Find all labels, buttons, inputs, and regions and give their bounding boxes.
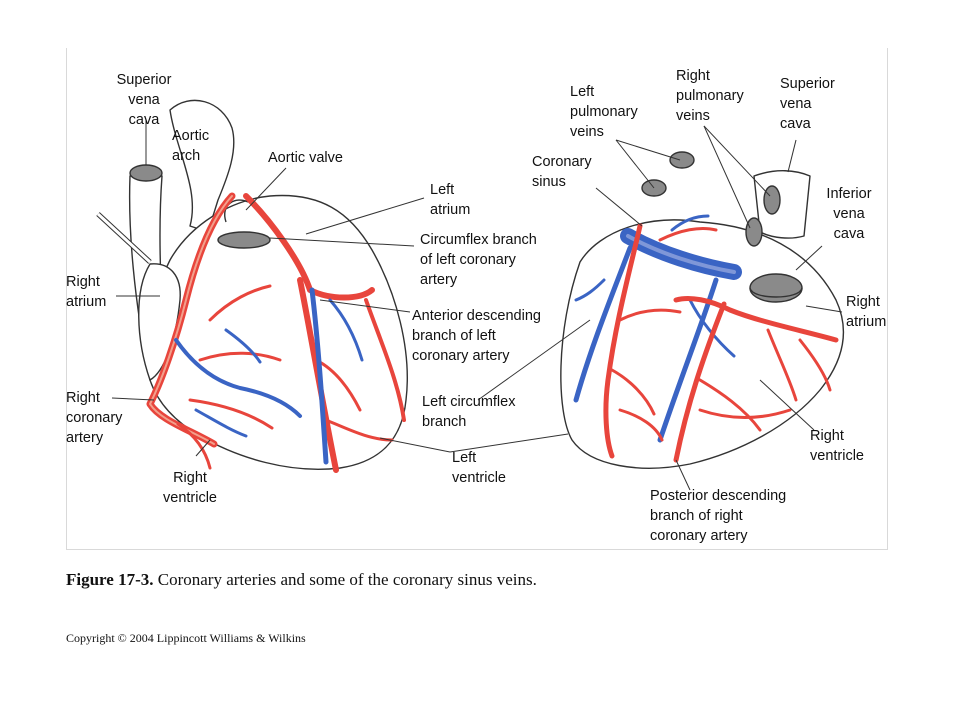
label-left-ventricle: Left ventricle (452, 450, 506, 486)
right-coronary-posterior-vessel (673, 295, 839, 343)
label-right-coronary-artery: Right coronary artery (66, 390, 123, 446)
figure-number: Figure 17-3. (66, 570, 154, 589)
pulmonary-opening (217, 231, 271, 249)
label-aortic-valve: Aortic valve (268, 150, 343, 166)
label-right-atrium-right: Right atrium (846, 294, 887, 330)
label-right-ventricle-left: Right ventricle (163, 470, 217, 506)
anterior-descending-artery-vessel (297, 277, 339, 473)
label-right-atrium-left: Right atrium (66, 274, 107, 310)
right-pulmonary-vein-lower (745, 217, 763, 247)
right-atrium-lobe (138, 263, 181, 381)
posterior-vessels (573, 214, 839, 463)
left-pulmonary-vein-upper (669, 151, 695, 169)
label-inferior-vena-cava: Inferior vena cava (826, 186, 872, 242)
great-cardiac-vein-vessel (309, 287, 329, 465)
label-left-pulmonary-veins: Left pulmonary veins (570, 84, 638, 140)
superior-vena-cava-opening (129, 164, 163, 182)
label-circumflex-branch: Circumflex branch of left coronary arter… (420, 232, 537, 288)
label-anterior-descending: Anterior descending branch of left coron… (412, 308, 541, 364)
label-left-circumflex-branch: Left circumflex branch (422, 394, 516, 430)
posterior-descending-artery-vessel (673, 301, 727, 463)
label-coronary-sinus: Coronary sinus (532, 154, 592, 190)
left-circumflex-artery-vessel (603, 223, 643, 459)
coronary-diagram (96, 99, 845, 491)
right-pulmonary-vein-upper (763, 185, 781, 215)
label-right-pulmonary-veins: Right pulmonary veins (676, 68, 744, 124)
figure-caption: Figure 17-3. Coronary arteries and some … (66, 570, 886, 590)
label-superior-vena-cava-left: Superior vena cava (116, 72, 172, 128)
caption-text: Coronary arteries and some of the corona… (153, 570, 537, 589)
posterior-heart (560, 151, 845, 469)
copyright-notice: Copyright © 2004 Lippincott Williams & W… (66, 631, 306, 645)
superior-vena-cava-right-tube (753, 170, 811, 239)
anterior-heart (96, 99, 408, 470)
inferior-vena-cava-opening (749, 273, 803, 303)
label-right-ventricle-right: Right ventricle (810, 428, 864, 464)
anterior-heart-outline (147, 194, 408, 470)
leader-lines (111, 120, 843, 491)
label-posterior-descending: Posterior descending branch of right cor… (650, 488, 787, 544)
anterior-arteries (146, 192, 406, 473)
label-superior-vena-cava-right: Superior vena cava (780, 76, 835, 132)
label-aortic-arch: Aortic arch (172, 128, 210, 164)
aortic-arch-outline (169, 99, 235, 233)
label-left-atrium: Left atrium (430, 182, 471, 218)
